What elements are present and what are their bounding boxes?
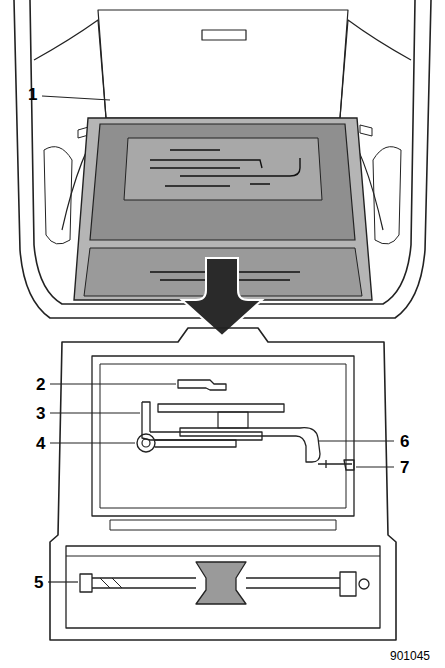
figure-code: 901045 — [388, 649, 432, 663]
callout-number: 7 — [398, 458, 411, 477]
callout-number: 1 — [26, 85, 39, 104]
callout-number: 3 — [34, 404, 47, 423]
callout-number: 2 — [34, 375, 47, 394]
callout-number: 4 — [34, 434, 47, 453]
callout-number: 6 — [398, 432, 411, 451]
callout-number: 5 — [32, 573, 45, 592]
